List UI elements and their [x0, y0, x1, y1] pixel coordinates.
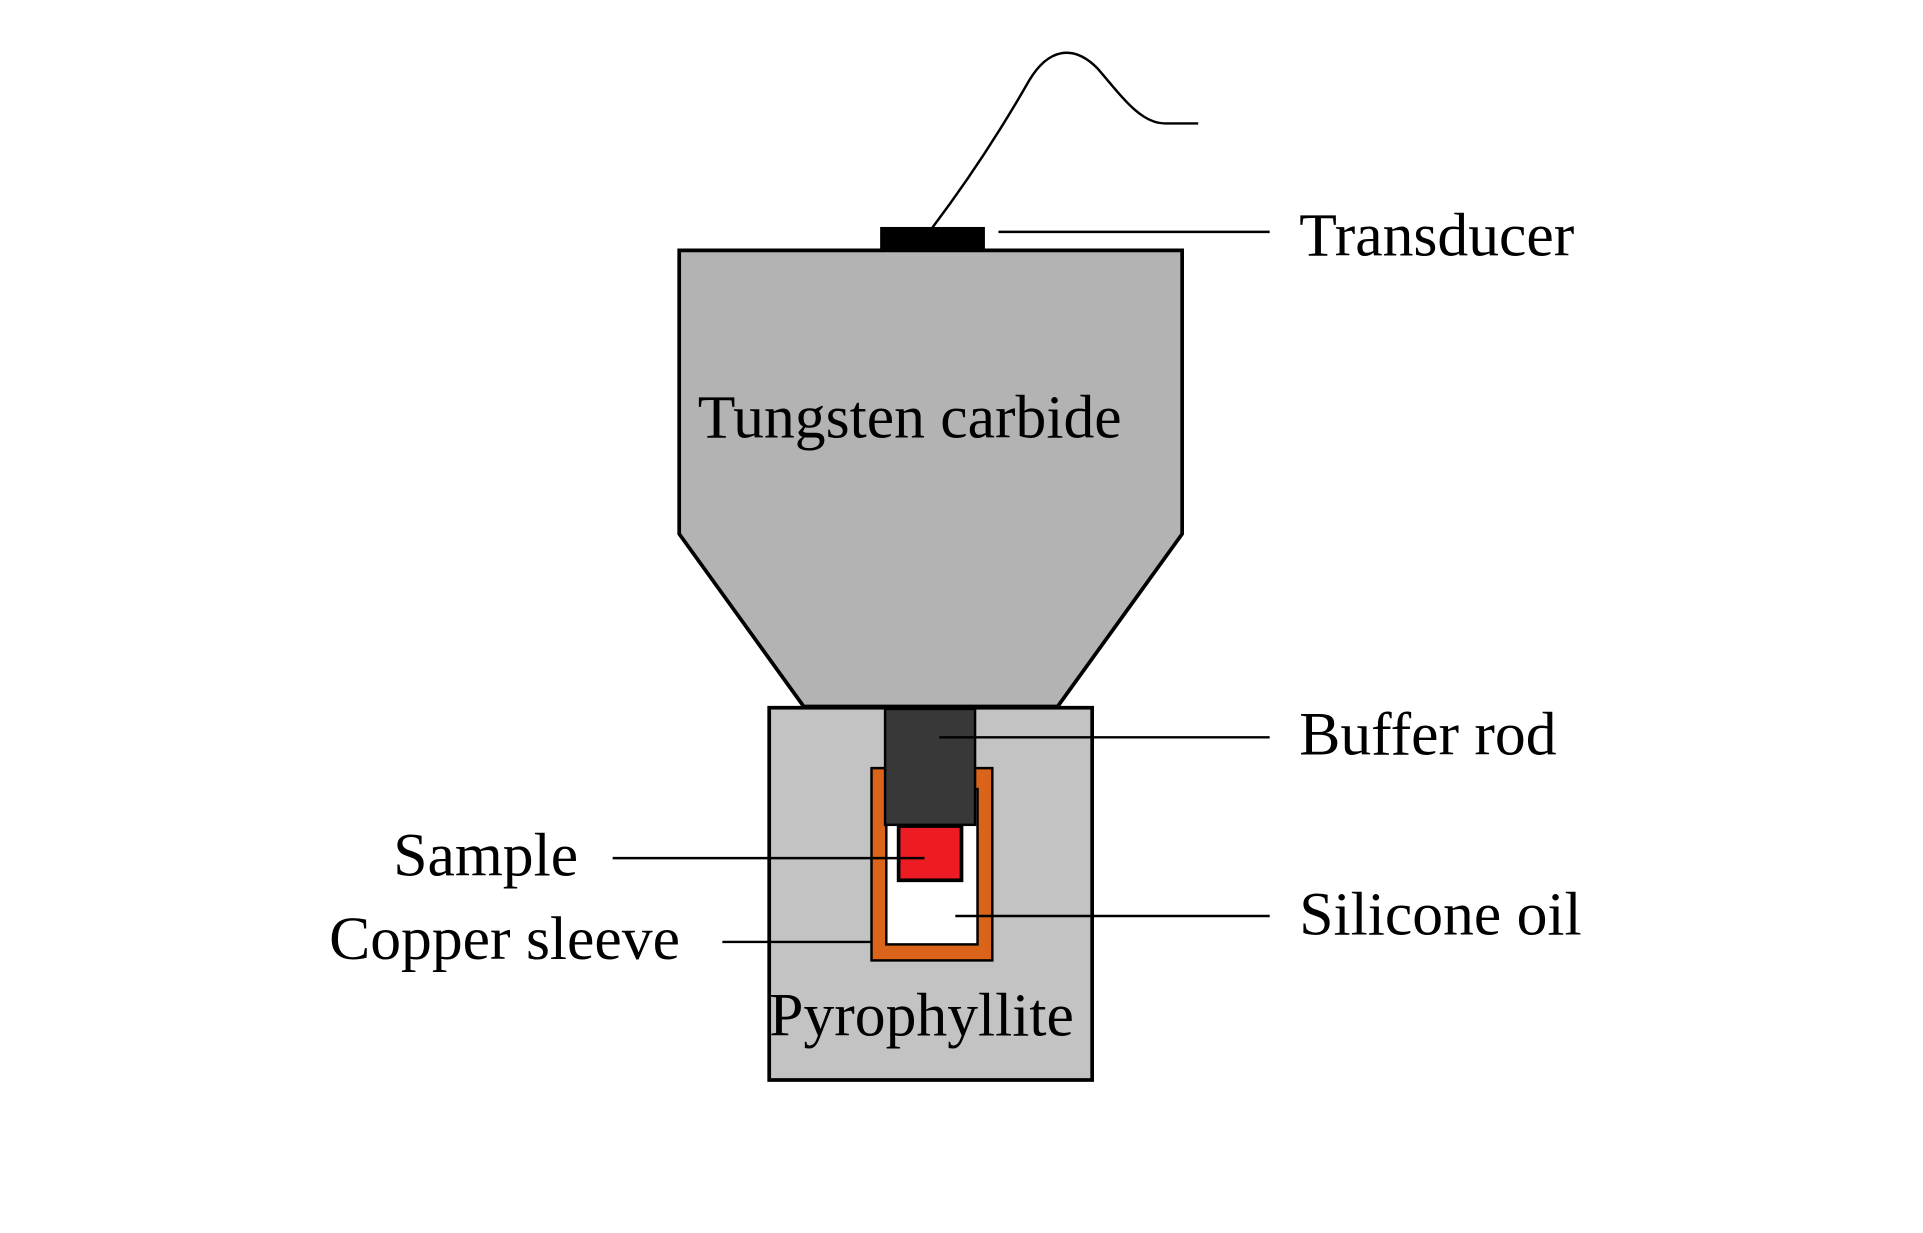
sample-label: Sample [393, 821, 578, 889]
buffer-rod-label: Buffer rod [1299, 701, 1556, 769]
copper-sleeve-label: Copper sleeve [329, 905, 680, 973]
tungsten-carbide-anvil [677, 248, 1185, 709]
tungsten-carbide-label: Tungsten carbide [698, 384, 1122, 452]
silicone-oil-label: Silicone oil [1299, 881, 1581, 949]
transducer-wire [930, 51, 1199, 229]
transducer-label: Transducer [1299, 201, 1574, 269]
sample [896, 824, 964, 883]
transducer [880, 226, 985, 251]
buffer-rod [883, 707, 977, 827]
pyrophyllite-label: Pyrophyllite [769, 982, 1074, 1050]
